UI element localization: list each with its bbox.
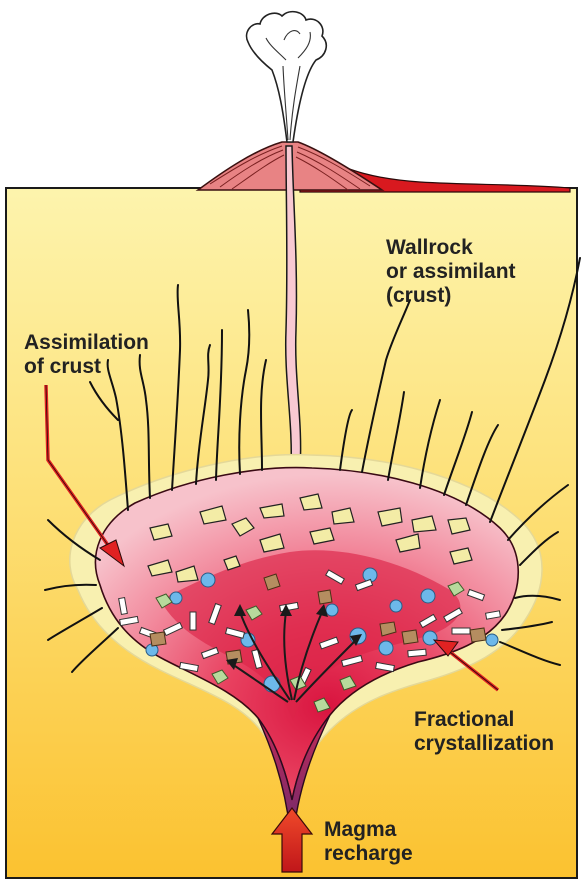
fractional-label-line-1: Fractional — [414, 708, 554, 732]
assimilation-label-line-2: of crust — [24, 355, 149, 379]
wallrock-label-line-1: Wallrock — [386, 236, 516, 260]
assimilation-label-line-1: Assimilation — [24, 331, 149, 355]
wallrock-label-line-3: (crust) — [386, 284, 516, 308]
wallrock-label-line-2: or assimilant — [386, 260, 516, 284]
fractional-label: Fractional crystallization — [414, 708, 554, 756]
wallrock-label: Wallrock or assimilant (crust) — [386, 236, 516, 308]
recharge-label: Magma recharge — [324, 818, 413, 866]
recharge-label-line-1: Magma — [324, 818, 413, 842]
fractional-label-line-2: crystallization — [414, 732, 554, 756]
recharge-label-line-2: recharge — [324, 842, 413, 866]
assimilation-label: Assimilation of crust — [24, 331, 149, 379]
eruption-plume-icon — [247, 12, 327, 142]
